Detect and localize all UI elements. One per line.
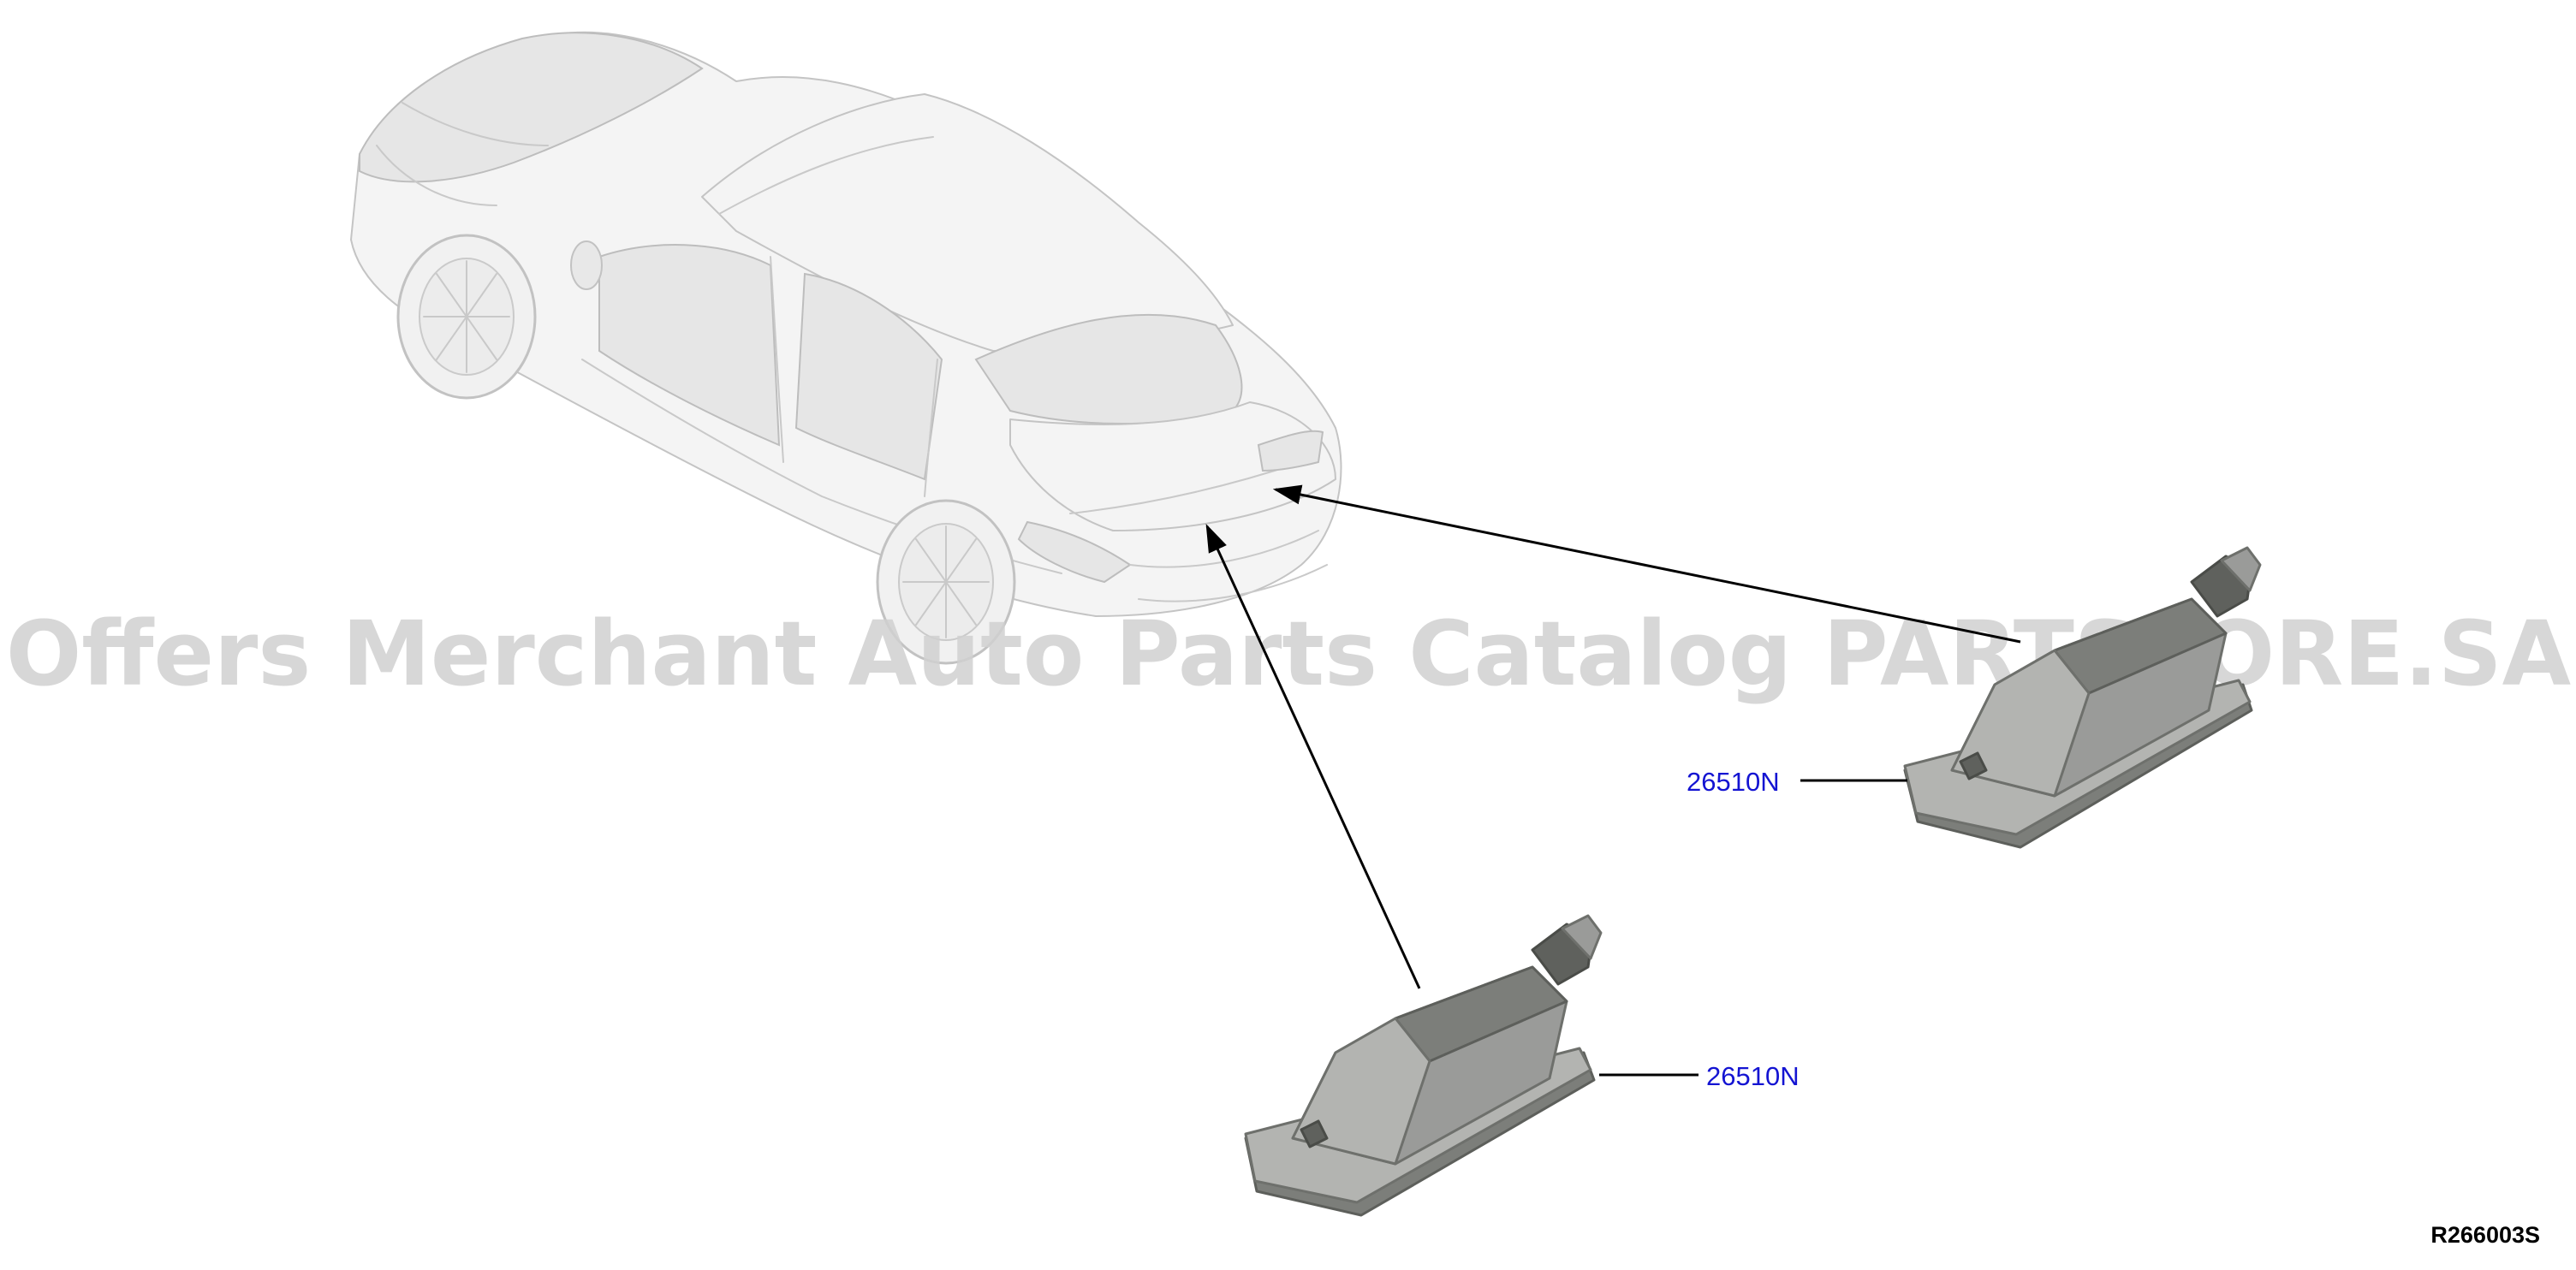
license-lamp-lower[interactable]: [1244, 914, 1603, 1217]
arrow-lower-part: [1205, 524, 1421, 989]
front-wheel: [396, 234, 537, 400]
vehicle-illustration: [350, 31, 1342, 665]
rear-wheel: [876, 499, 1016, 665]
diagram-code: R266003S: [2430, 1222, 2540, 1248]
license-lamp-upper[interactable]: [1903, 546, 2262, 849]
location-arrows: [1205, 484, 2021, 989]
callout-part-number-upper[interactable]: 26510N: [1687, 767, 1780, 797]
callout-leaders: [1599, 779, 1907, 1077]
arrow-upper-part: [1272, 484, 2021, 644]
callout-part-number-lower[interactable]: 26510N: [1706, 1061, 1800, 1091]
